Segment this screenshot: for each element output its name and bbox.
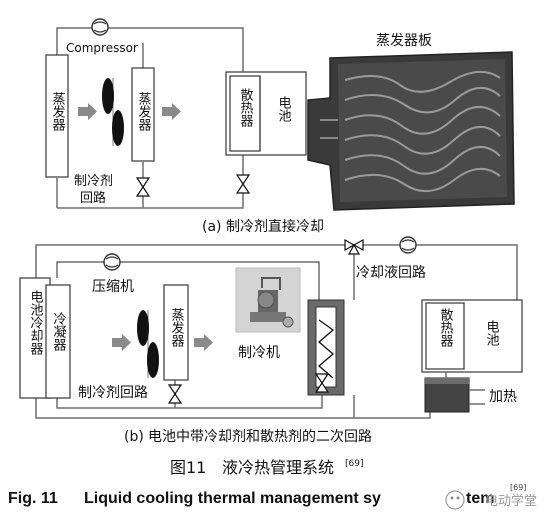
evaporator-plate-image (307, 51, 515, 211)
radiator-label: 散热器 (238, 88, 254, 128)
watermark-label: 电动学堂 (485, 493, 537, 509)
battery-label: 电池 (484, 320, 500, 346)
expansion-valve-icon (135, 177, 151, 197)
expansion-valve-icon (167, 384, 183, 404)
figure-title-cn: 液冷热管理系统 (222, 458, 334, 477)
three-way-valve-icon (344, 238, 364, 255)
figure-title-en-number: Fig. 11 (8, 490, 58, 507)
battery-cooler-label: 电池冷却器 (28, 290, 44, 356)
evaporator-right-label: 蒸发器 (136, 92, 152, 132)
refrigerant-loop-top (56, 261, 320, 300)
airflow-arrow-1 (112, 334, 131, 351)
condenser-box (45, 284, 71, 399)
airflow-arrow-2 (162, 103, 181, 120)
heater-icon (424, 377, 470, 413)
compressor-label: Compressor (66, 41, 138, 55)
evaporator-right-box (131, 67, 155, 162)
heating-label: 加热 (489, 389, 517, 405)
watermark: 电动学堂 [69] (445, 483, 537, 510)
airflow-arrow-2 (194, 334, 213, 351)
refrigerant-loop-label: 制冷剂回路 (78, 385, 148, 401)
coolant-loop-bottom (35, 395, 355, 419)
panel-b-caption-letter: (b) (124, 429, 144, 445)
valve-right-icon (235, 174, 251, 194)
panel-a-caption-letter: (a) (202, 219, 222, 235)
compressor-icon (103, 253, 121, 271)
panel-a: Compressor 蒸发器 蒸发器 制冷剂 回路 (45, 18, 515, 235)
figure-title-cn-number: 图11 (170, 458, 206, 477)
fan-icon (102, 78, 124, 146)
evaporator-left-label: 蒸发器 (50, 92, 66, 132)
compressor-label: 压缩机 (92, 279, 134, 295)
evaporator-label: 蒸发器 (169, 308, 185, 348)
radiator-label: 散热器 (438, 308, 454, 348)
figure-title-cn-ref: [69] (345, 459, 363, 469)
figure-title-en: Liquid cooling thermal management sy (84, 490, 381, 507)
chiller-image (235, 267, 301, 333)
watermark-ref: [69] (510, 483, 526, 492)
radiator-box (425, 302, 465, 370)
refrigerant-loop-line1: 制冷剂 (74, 174, 113, 189)
panel-a-pipe-bottom (57, 155, 244, 209)
pump-icon (399, 236, 417, 254)
coolant-loop-pipe (35, 244, 518, 300)
evaporator-box (163, 284, 189, 381)
compressor-icon (91, 18, 109, 36)
condenser-label: 冷凝器 (51, 312, 67, 352)
evaporator-plate-label: 蒸发器板 (376, 33, 432, 49)
panel-a-pipe-top (56, 27, 244, 72)
chiller-label: 制冷机 (238, 345, 280, 361)
coolant-right-return (354, 412, 431, 419)
figure-title-en-tail: tem (466, 490, 494, 507)
refrigerant-loop-bottom (56, 395, 323, 409)
panel-b-caption: 电池中带冷却剂和散热剂的二次回路 (148, 429, 372, 445)
refrigerant-loop-line2: 回路 (80, 190, 106, 206)
panel-b: 电池冷却器 冷凝器 压缩机 蒸发器 制冷剂回路 (19, 236, 523, 445)
heat-exchanger-icon (307, 299, 345, 396)
airflow-arrow-1 (78, 103, 97, 120)
coolant-loop-label: 冷却液回路 (356, 265, 426, 281)
panel-a-caption: 制冷剂直接冷却 (226, 218, 324, 235)
evaporator-left-box (45, 54, 69, 178)
valve-icon (314, 373, 330, 393)
fan-icon (137, 310, 159, 378)
figure-titles: 图11 液冷热管理系统 [69] Fig. 11 Liquid cooling … (8, 458, 537, 510)
battery-label: 电池 (276, 96, 292, 122)
battery-cooler-box (19, 277, 51, 399)
